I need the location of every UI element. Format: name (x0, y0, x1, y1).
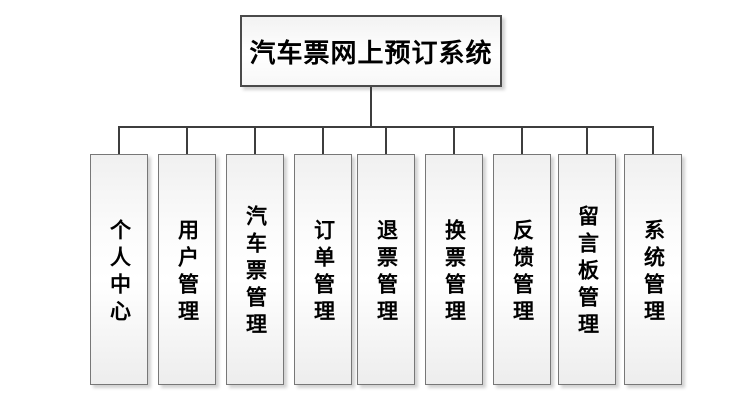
node-ticket-refund-management: 退票管理 (357, 154, 415, 385)
node-label: 汽车票管理 (243, 205, 267, 340)
connector-drop (254, 128, 256, 154)
node-label: 反馈管理 (510, 218, 534, 327)
connector-drop (652, 128, 654, 154)
node-bus-ticket-management: 汽车票管理 (226, 154, 284, 385)
node-label: 系统管理 (641, 218, 665, 327)
node-label: 订单管理 (311, 218, 335, 327)
node-feedback-management: 反馈管理 (493, 154, 551, 385)
connector-drop (118, 128, 120, 154)
node-user-management: 用户管理 (158, 154, 216, 385)
node-personal-center: 个人中心 (90, 154, 148, 385)
node-label: 换票管理 (442, 218, 466, 327)
node-system-management: 系统管理 (624, 154, 682, 385)
connector-drop (521, 128, 523, 154)
connector-drop (322, 128, 324, 154)
node-ticket-exchange-management: 换票管理 (425, 154, 483, 385)
node-label: 个人中心 (107, 218, 131, 327)
connector-drop (385, 128, 387, 154)
root-node-label: 汽车票网上预订系统 (249, 37, 493, 68)
node-label: 留言板管理 (575, 205, 599, 340)
root-node-system-title: 汽车票网上预订系统 (240, 15, 502, 87)
connector-horizontal (118, 126, 654, 128)
node-order-management: 订单管理 (294, 154, 352, 385)
node-label: 用户管理 (175, 218, 199, 327)
connector-stem (370, 87, 372, 128)
connector-drop (186, 128, 188, 154)
node-message-board-management: 留言板管理 (558, 154, 616, 385)
node-label: 退票管理 (374, 218, 398, 327)
connector-drop (453, 128, 455, 154)
connector-drop (586, 128, 588, 154)
